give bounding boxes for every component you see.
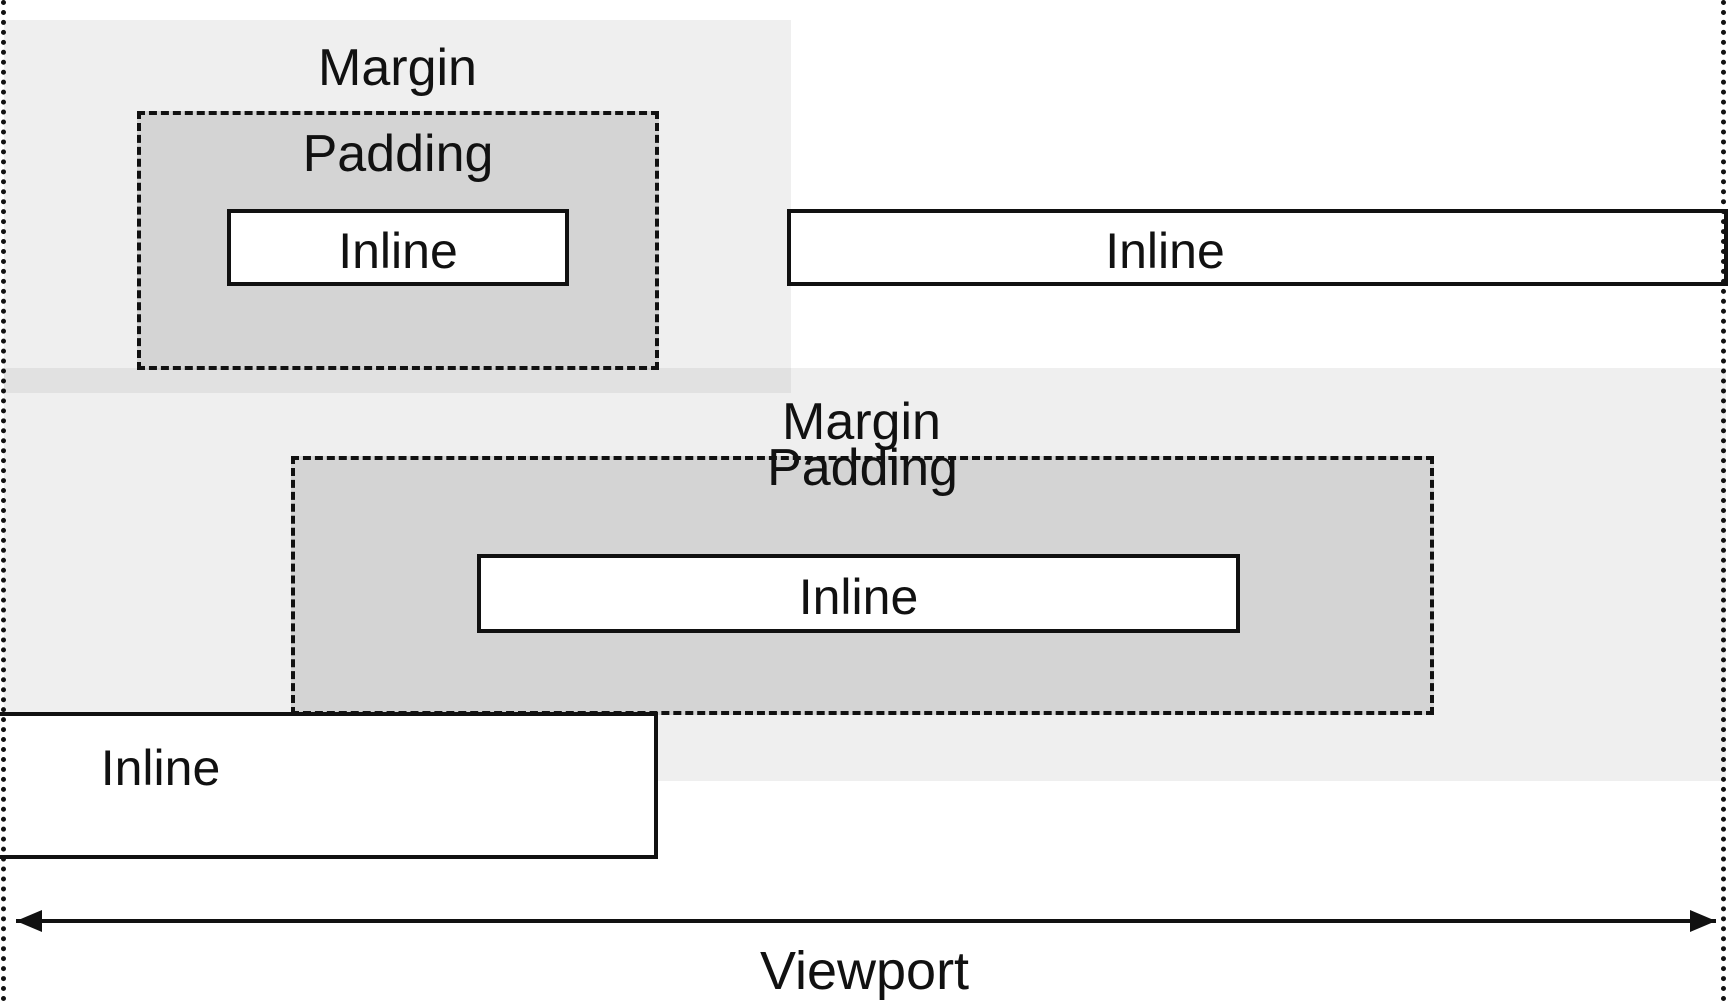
arrow-head-right-icon [1690, 910, 1716, 932]
inline-box-1-label: Inline [338, 223, 458, 279]
arrow-head-left-icon [16, 910, 42, 932]
viewport-width-arrow [16, 905, 1716, 937]
arrow-line [16, 919, 1716, 923]
inline-box-right-label: Inline [1105, 223, 1225, 279]
inline-box-1: Inline [227, 209, 569, 286]
margin-box-2-label: Margin [782, 393, 941, 451]
viewport-label: Viewport [759, 941, 970, 1001]
inline-box-bottom-left: Inline [0, 712, 658, 859]
margin-box-1-label: Margin [318, 39, 477, 97]
padding-box-1 [137, 111, 659, 370]
margin-box-1 [4, 20, 791, 393]
inline-box-right: Inline [787, 209, 1728, 286]
inline-box-bottom-left-label: Inline [100, 740, 221, 796]
inline-box-2: Inline [477, 554, 1240, 633]
padding-box-1-label: Padding [302, 125, 494, 183]
inline-box-2-label: Inline [798, 569, 919, 625]
padding-box-2-label: Padding [767, 439, 958, 497]
